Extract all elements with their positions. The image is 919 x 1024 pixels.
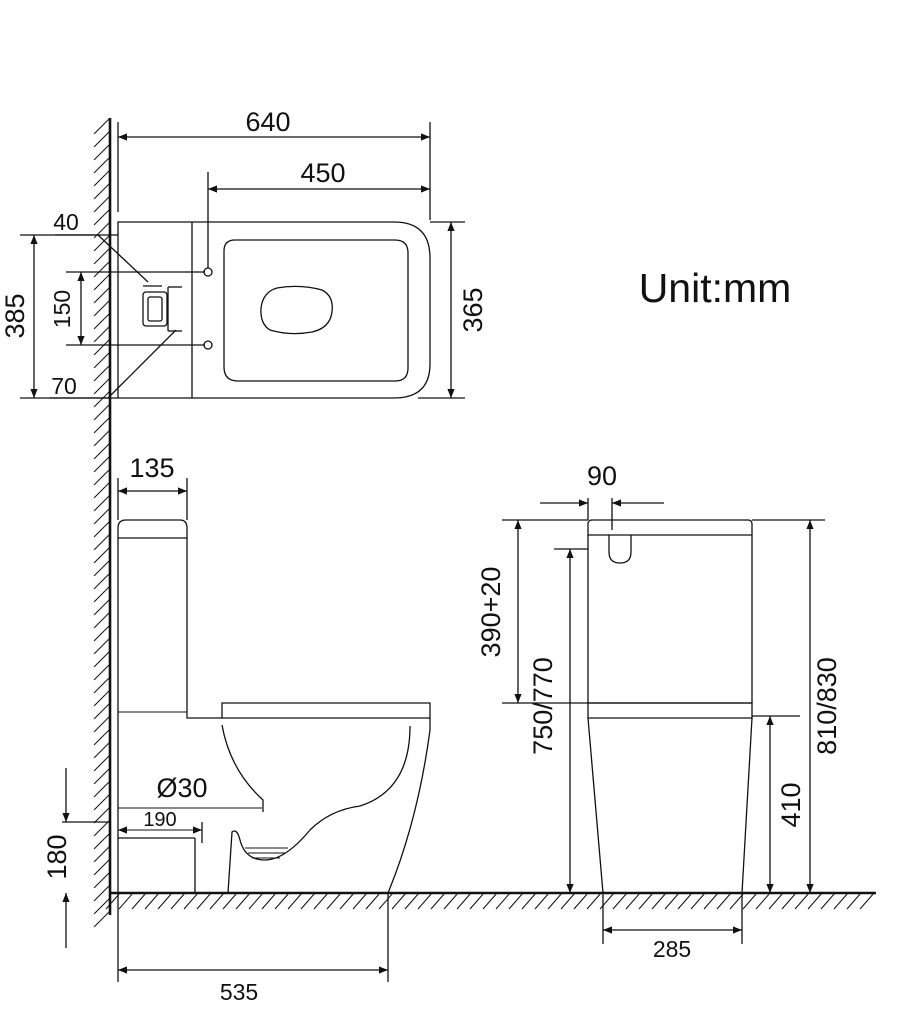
dim-offset-70: 70 <box>51 373 77 399</box>
bowl-opening <box>260 285 333 335</box>
side-seat <box>221 702 431 719</box>
dim-outlet-offset: 190 <box>143 809 176 831</box>
dim-tank-depth: 135 <box>129 453 174 483</box>
dim-bowl-height: 410 <box>776 782 806 827</box>
dim-tank-height: 390+20 <box>476 567 506 658</box>
dim-hole-spacing: 150 <box>49 290 75 328</box>
wall-hatching <box>93 117 112 928</box>
outlet-rect-inner <box>147 296 163 322</box>
dim-seat-height: 750/770 <box>528 657 558 755</box>
top-view-outline <box>117 221 431 399</box>
dim-offset-40: 40 <box>53 209 79 235</box>
flush-button <box>608 535 632 564</box>
fixing-hole-top <box>203 267 213 277</box>
seat-outline <box>223 239 409 382</box>
outlet-rect-outer <box>142 291 168 327</box>
dim-seat-length: 450 <box>300 158 345 188</box>
top-view: 640 450 385 365 150 40 70 <box>0 107 488 399</box>
side-view: 135 Ø30 190 180 535 <box>42 453 431 1005</box>
fixing-hole-bottom <box>203 340 213 350</box>
dim-overall-length: 640 <box>245 107 290 137</box>
front-view: 90 390+20 750/770 810/830 410 285 <box>476 461 842 962</box>
front-bowl <box>587 717 753 894</box>
side-body-outline <box>117 538 222 893</box>
dim-overall-height: 810/830 <box>812 657 842 755</box>
side-bowl-outline <box>387 718 431 894</box>
dim-seat-width: 365 <box>458 287 488 332</box>
floor-hatching <box>105 891 876 910</box>
dim-outlet-height: 180 <box>42 834 72 879</box>
dim-button-offset: 90 <box>587 461 617 491</box>
side-tank-lid <box>117 519 188 539</box>
dim-overall-width: 385 <box>0 293 30 338</box>
side-bowl-inner <box>221 724 411 894</box>
front-seat <box>587 702 753 719</box>
dim-overall-depth: 535 <box>220 979 258 1005</box>
dim-base-width: 285 <box>653 936 691 962</box>
unit-label: Unit:mm <box>639 265 792 311</box>
dim-outlet-diameter: Ø30 <box>156 773 207 803</box>
